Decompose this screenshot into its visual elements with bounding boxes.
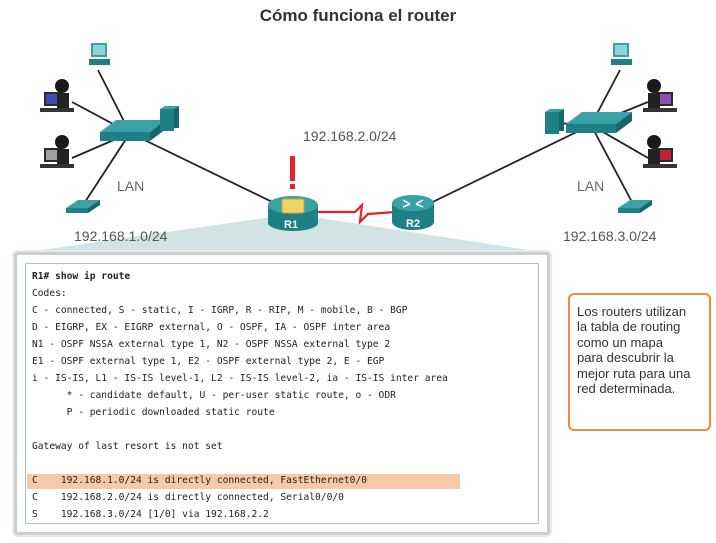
callout-line: la tabla de routing (577, 319, 681, 335)
terminal-line: D - EIGRP, EX - EIGRP external, O - OSPF… (32, 322, 391, 333)
right-user1-icon (643, 79, 677, 112)
route-entry: C 192.168.2.0/24 is directly connected, … (32, 492, 344, 503)
route-entry: C 192.168.1.0/24 is directly connected, … (32, 475, 368, 486)
left-phone-icon (66, 200, 100, 213)
right-pc-icon (611, 43, 632, 65)
network-diagram (20, 43, 677, 253)
right-subnet-label: 192.168.3.0/24 (563, 228, 657, 244)
right-phone-icon (618, 200, 652, 213)
callout-line: como un mapa (577, 334, 663, 350)
route-highlight (27, 474, 460, 489)
left-user2-icon (40, 135, 74, 168)
callout-box: Los routers utilizan la tabla de routing… (568, 293, 711, 431)
alert-icon (290, 156, 295, 189)
router-r2-icon (392, 195, 434, 230)
terminal-output: R1# show ip route Codes: C - connected, … (25, 263, 539, 524)
router-r2-label: R2 (406, 218, 421, 230)
terminal-line: P - periodic downloaded static route (32, 407, 275, 418)
cable-switch-r1 (129, 132, 294, 213)
callout-line: para descubrir la (577, 350, 674, 366)
right-user2-icon (643, 135, 677, 168)
right-lan-label: LAN (577, 178, 605, 194)
terminal-line: Gateway of last resort is not set (32, 441, 223, 452)
middle-subnet-label: 192.168.2.0/24 (303, 128, 397, 144)
terminal-line: Codes: (32, 288, 67, 299)
router-r1-label: R1 (284, 219, 299, 231)
callout-line: mejor ruta para una (577, 365, 691, 381)
terminal-line: N1 - OSPF NSSA external type 1, N2 - OSP… (32, 339, 391, 350)
cable-r2-switch (411, 124, 592, 213)
cable-left-phone (84, 132, 131, 203)
terminal-line: i - IS-IS, L1 - IS-IS level-1, L2 - IS-I… (32, 373, 448, 384)
right-server-icon (545, 109, 564, 134)
terminal-line: C - connected, S - static, I - IGRP, R -… (32, 305, 408, 316)
router-r1-icon (268, 196, 318, 231)
cable-right-phone (590, 124, 633, 203)
callout-line: red determinada. (577, 381, 676, 397)
terminal-line: * - candidate default, U - per-user stat… (32, 390, 396, 401)
left-lan-label: LAN (117, 178, 145, 194)
terminal-window: R1# show ip route Codes: C - connected, … (14, 252, 550, 535)
callout-line: Los routers utilizan (577, 304, 687, 319)
left-pc-icon (89, 43, 110, 65)
left-subnet-label: 192.168.1.0/24 (74, 228, 168, 244)
zoom-beam (20, 214, 548, 253)
page-title: Cómo funciona el router (259, 6, 457, 25)
serial-link (318, 201, 396, 226)
route-entry: S 192.168.3.0/24 [1/0] via 192.168.2.2 (32, 509, 269, 520)
left-server-icon (160, 106, 179, 131)
left-user1-icon (40, 79, 74, 112)
terminal-line: E1 - OSPF external type 1, E2 - OSPF ext… (32, 356, 385, 367)
right-switch-icon (566, 112, 632, 133)
terminal-command: R1# show ip route (32, 271, 131, 282)
